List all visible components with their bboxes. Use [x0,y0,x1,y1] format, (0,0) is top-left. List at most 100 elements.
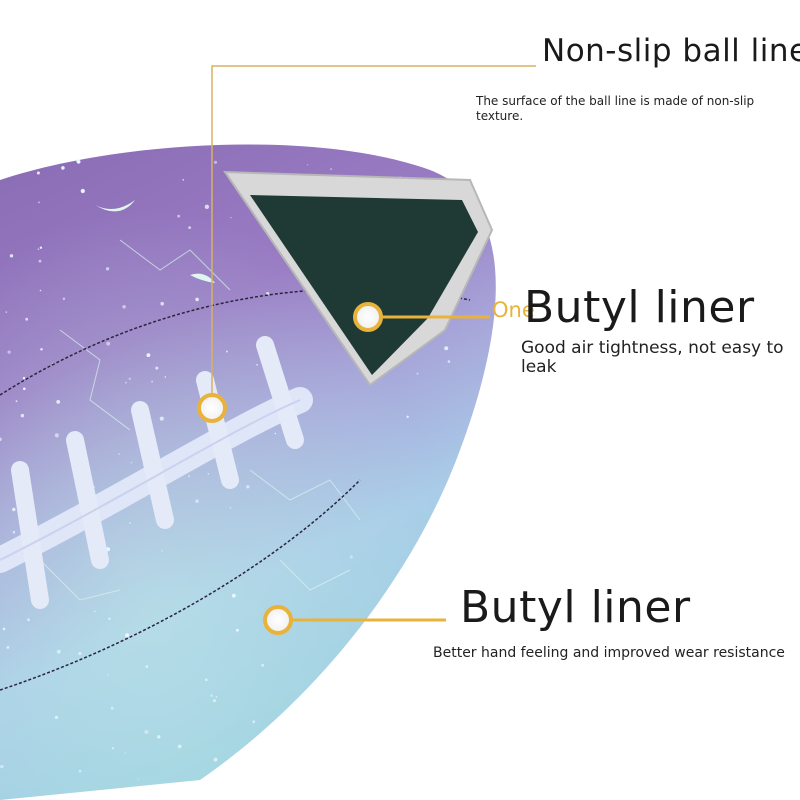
star-dot [62,297,66,301]
star-dot [137,778,139,780]
star-dot [12,507,16,512]
star-dot [125,633,130,638]
star-dot [274,432,276,435]
callout-line-1 [211,65,536,408]
star-dot [37,248,40,250]
star-dot [205,678,208,682]
star-dot [406,415,409,418]
ball-seam [0,479,361,691]
star-dot [207,473,209,475]
star-dot [54,433,59,438]
callout-description-air-tightness: Good air tightness, not easy to leak [521,338,784,377]
star-dot [78,769,82,773]
moon-icon [190,273,215,283]
star-dot [80,188,85,194]
star-dot [5,311,8,313]
star-dot [56,400,61,404]
star-dot [40,348,43,351]
star-dot [110,706,114,710]
star-dot [93,610,96,613]
star-dot [146,353,151,357]
star-dot [195,499,199,503]
callout-title-butyl-liner-2: Butyl liner [460,582,691,633]
star-dot [256,364,258,366]
star-dot [187,475,191,478]
star-dot [229,506,232,509]
star-dot [108,617,111,620]
star-dot [225,350,228,353]
star-dot [38,259,42,263]
star-dot [105,267,110,271]
star-dot [235,628,239,632]
callout-prefix-one: One [492,298,535,322]
star-dot [0,437,2,442]
star-dot [2,627,6,631]
callout-description-hand-feeling: Better hand feeling and improved wear re… [433,645,785,661]
star-dot [261,663,265,667]
star-dot [252,720,256,724]
callout-marker-2 [353,302,383,332]
star-dot [38,201,40,204]
star-dot [160,301,164,306]
star-dot [23,387,26,391]
star-dot [195,297,199,302]
star-dot [330,168,332,170]
star-dot [54,715,59,720]
star-dot [125,382,127,384]
star-dot [246,485,250,489]
star-dot [349,555,353,559]
star-dot [213,757,218,762]
callout-marker-1 [197,393,227,423]
star-dot [177,214,181,218]
star-dot [27,618,30,622]
star-dot [6,646,10,649]
star-dot [76,159,81,164]
star-dot [25,317,29,321]
star-dot [78,652,82,655]
star-dot [145,665,149,668]
star-dot [106,341,111,346]
star-dot [177,744,182,749]
star-dot [204,204,210,209]
star-dot [130,462,133,464]
star-dot [107,674,109,676]
callout-title-butyl-liner: Butyl liner [524,282,755,333]
star-dot [15,400,18,403]
star-dot [266,292,270,295]
star-dot [247,744,249,746]
star-dot [230,217,232,219]
moon-icon [95,200,135,212]
star-dot [122,305,126,309]
star-dot [12,530,16,534]
star-dot [7,350,11,354]
callout-marker-3 [263,605,293,635]
star-dot [155,366,159,370]
star-dot [56,649,61,654]
star-dot [9,254,14,258]
star-dot [61,166,65,170]
callout-title-non-slip: Non-slip ball line [542,33,800,69]
star-dot [161,550,163,552]
star-dot [159,416,164,421]
butyl-liner-interior [250,195,478,375]
star-dot [215,695,218,698]
star-dot [164,376,166,378]
star-dot [447,360,451,363]
star-dot [36,171,40,175]
star-dot [213,160,218,164]
star-dot [39,289,42,292]
star-dot [232,593,236,598]
star-dot [128,377,131,380]
star-dot [112,747,114,750]
star-dot [212,699,216,703]
callout-description-non-slip: The surface of the ball line is made of … [476,94,755,123]
star-dot [144,729,149,735]
star-dot [118,453,120,455]
star-dot [129,522,131,524]
star-dot [124,752,126,754]
star-dot [307,164,309,166]
star-dot [0,765,4,769]
star-dot [22,376,26,380]
star-dot [210,694,213,697]
star-dot [416,372,419,375]
